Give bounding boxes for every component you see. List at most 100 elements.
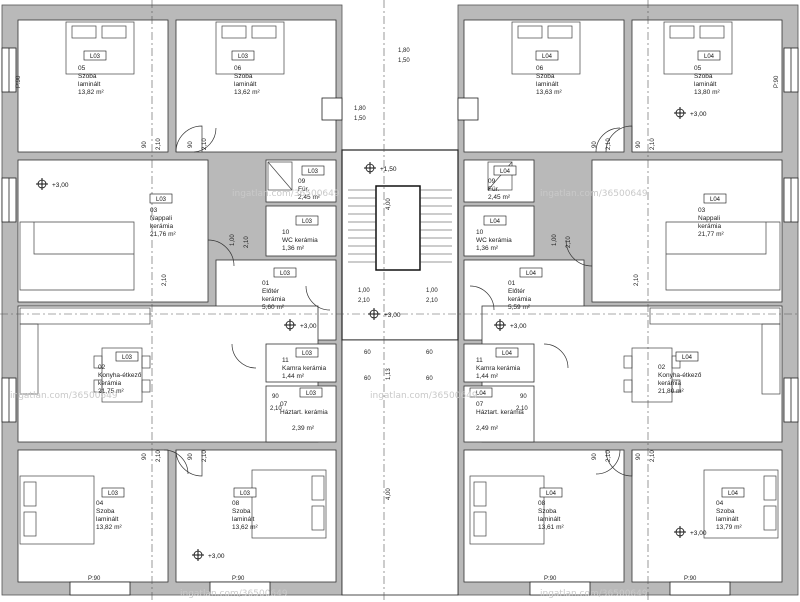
sofa-icon <box>665 221 781 291</box>
room-area: 21,77 m² <box>698 231 724 238</box>
room-06-left: L03 06 Szoba laminált 13,62 m² <box>231 50 260 96</box>
level-marker: +3,00 <box>674 107 707 119</box>
stair-treads <box>348 189 452 263</box>
dimension: 2,10 <box>606 450 612 462</box>
room-tag: L04 <box>526 271 537 277</box>
sofa-icon <box>19 221 135 291</box>
room-number: 09 <box>298 178 306 185</box>
room-tag: L03 <box>302 219 313 225</box>
room-area: 2,45 m² <box>298 194 321 201</box>
room-name: Konyha-étkező <box>658 372 702 379</box>
dimension: P:90 <box>232 576 245 582</box>
room-name: Háztart. kerámia <box>476 409 524 416</box>
room-name: Szoba <box>716 508 735 515</box>
room-number: 09 <box>488 178 496 185</box>
room-floor: laminált <box>536 81 559 88</box>
room-haztar-right: L04 07 Háztart. kerámia 2,49 m² <box>469 387 524 432</box>
room-name: Nappali <box>698 215 720 222</box>
dimension: 1,13 <box>386 368 392 380</box>
room-floor: laminált <box>232 516 255 523</box>
room-02-left: L03 02 Konyha-étkező kerámia 21,75 m² <box>98 351 142 395</box>
level-value: +3,00 <box>384 312 401 319</box>
room-tag: L03 <box>280 271 291 277</box>
room-area: 1,44 m² <box>282 373 305 380</box>
room-01-right: L04 01 Előtér kerámia 5,59 m² <box>508 267 543 311</box>
room-name: Háztart. kerámia <box>280 409 328 416</box>
room-kamra-right: L04 11 Kamra kerámia 1,44 m² <box>476 347 520 380</box>
dimension: 2,10 <box>270 406 282 412</box>
room-area: 2,49 m² <box>476 425 499 432</box>
dining-table-icon <box>101 347 143 403</box>
room-name: Kamra kerámia <box>282 365 326 372</box>
room-name: Für. <box>298 186 309 193</box>
level-value: +3,00 <box>690 111 707 118</box>
bed-icon <box>65 21 135 75</box>
level-marker: +3,00 <box>368 308 401 320</box>
dimension: 2,10 <box>156 138 162 150</box>
level-marker: +3,00 <box>284 319 317 331</box>
room-number: 01 <box>508 280 516 287</box>
room-name: Szoba <box>232 508 251 515</box>
room-name: Szoba <box>536 73 555 80</box>
watermark-text: ingatlan.com/36500649 <box>370 391 478 401</box>
room-name: Szoba <box>78 73 97 80</box>
room-name: WC kerámia <box>476 237 512 244</box>
room-floor: kerámia <box>508 296 532 303</box>
level-value: +3,00 <box>208 553 225 560</box>
room-area: 13,79 m² <box>716 524 742 531</box>
room-area: 21,75 m² <box>98 388 124 395</box>
bed-icon <box>215 21 285 75</box>
dimension: 1,80 <box>398 48 410 54</box>
room-04-right: L04 04 Szoba laminált 13,79 m² <box>716 487 745 531</box>
room-number: 10 <box>282 229 290 236</box>
room-number: 06 <box>234 65 242 72</box>
dimension: 90 <box>592 453 598 460</box>
dimension: 2,10 <box>202 138 208 150</box>
room-area: 21,80 m² <box>658 388 684 395</box>
dimension: 90 <box>188 141 194 148</box>
dimension: 1,00 <box>358 288 370 294</box>
room-tag: L03 <box>302 351 313 357</box>
room-tag: L03 <box>108 491 119 497</box>
room-floor: laminált <box>538 516 561 523</box>
room-tag: L04 <box>728 491 739 497</box>
room-number: 02 <box>98 364 106 371</box>
room-floor: kerámia <box>698 223 722 230</box>
level-marker: +1,50 <box>364 162 397 174</box>
dimension: 1,80 <box>354 106 366 112</box>
bed-icon <box>19 475 95 545</box>
room-number: 03 <box>150 207 158 214</box>
dimension: P:90 <box>88 576 101 582</box>
watermark-text: ingatlan.com/36500649 <box>540 589 648 599</box>
watermark-text: ingatlan.com/36500649 <box>10 391 118 401</box>
room-name: Szoba <box>234 73 253 80</box>
room-08-right: L04 08 Szoba laminált 13,61 m² <box>538 487 564 531</box>
room-name: Konyha-étkező <box>98 372 142 379</box>
watermark-text: ingatlan.com/36500649 <box>540 189 648 199</box>
watermark-text: ingatlan.com/36500649 <box>232 189 340 199</box>
room-name: Előtér <box>508 288 526 295</box>
room-area: 2,45 m² <box>488 194 511 201</box>
room-tag: L03 <box>156 197 167 203</box>
room-name: WC kerámia <box>282 237 318 244</box>
room-tag: L04 <box>500 169 511 175</box>
room-floor: laminált <box>78 81 101 88</box>
watermarks: ingatlan.com/36500649 ingatlan.com/36500… <box>10 189 648 599</box>
room-tag: L04 <box>476 391 487 397</box>
room-name: Szoba <box>538 508 557 515</box>
dining-table-icon <box>631 347 673 403</box>
doors <box>163 125 633 477</box>
dimension: 2,10 <box>156 450 162 462</box>
room-haztar-left: L03 07 Háztart. kerámia 2,39 m² <box>280 387 328 432</box>
room-area: 2,39 m² <box>292 425 315 432</box>
room-tag: L04 <box>502 351 513 357</box>
room-area: 5,60 m² <box>262 304 285 311</box>
level-value: +3,00 <box>510 323 527 330</box>
room-05-right: L04 05 Szoba laminált 13,80 m² <box>694 50 720 96</box>
room-name: Für. <box>488 186 499 193</box>
dimension: 1,00 <box>426 288 438 294</box>
room-area: 13,82 m² <box>96 524 122 531</box>
room-tag: L04 <box>704 54 715 60</box>
